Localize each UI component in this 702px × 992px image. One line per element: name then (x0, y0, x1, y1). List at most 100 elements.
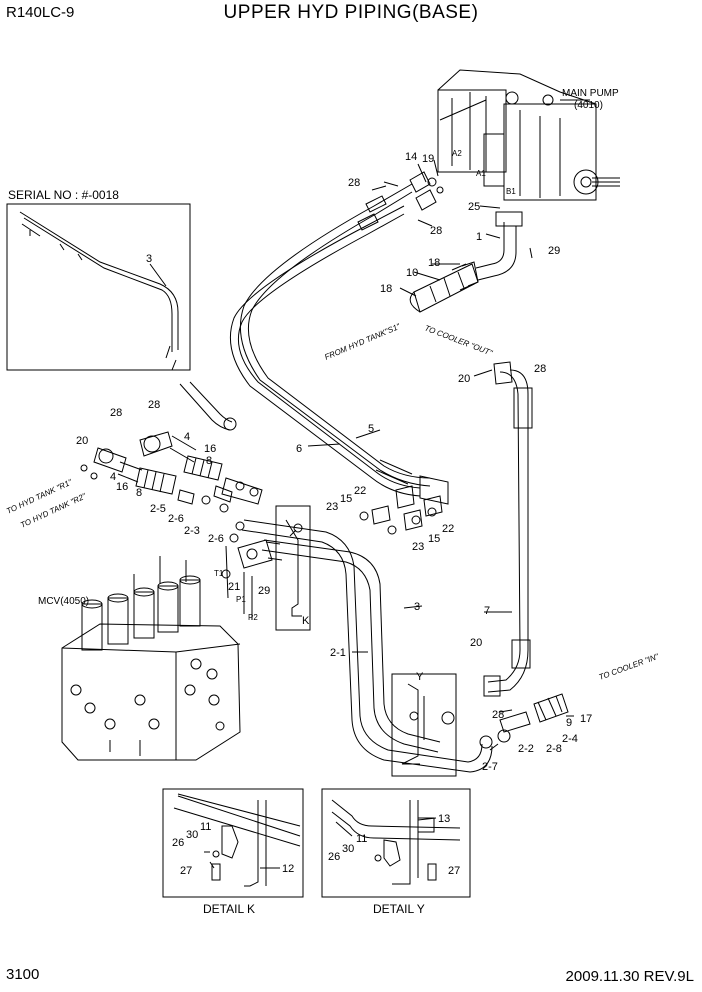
callout-26: 26 (172, 837, 184, 849)
main-pump-body (437, 69, 620, 201)
bracket-y (391, 673, 457, 777)
mcv-body (61, 556, 241, 761)
callout-30: 30 (186, 829, 198, 841)
callout-4: 4 (110, 471, 116, 483)
detail-y-caption: DETAIL Y (373, 902, 425, 916)
callout-30: 30 (342, 843, 354, 855)
callout-19: 19 (422, 153, 434, 165)
port-t1: T1 (214, 569, 224, 578)
callout-10: 10 (406, 267, 418, 279)
callout-2-6: 2-6 (168, 513, 184, 525)
callout-2-5: 2-5 (150, 503, 166, 515)
callout-17: 17 (580, 713, 592, 725)
fitting-16-lower (135, 467, 177, 495)
main-pump-ref: (4010) (574, 100, 603, 111)
fitting-17 (533, 693, 569, 723)
callout-16: 16 (116, 481, 128, 493)
port-a1: A1 (476, 169, 486, 178)
callout-2-6: 2-6 (208, 533, 224, 545)
callout-29: 29 (548, 245, 560, 257)
bracket-y-label: Y (416, 671, 424, 683)
callout-22: 22 (354, 485, 366, 497)
serial-inset-box (6, 203, 191, 371)
callout-27: 27 (448, 865, 460, 877)
suction-hose-10 (413, 263, 479, 313)
callout-15: 15 (428, 533, 440, 545)
detail-k-box (162, 788, 304, 898)
callout-5: 5 (368, 423, 374, 435)
callout-28: 28 (148, 399, 160, 411)
callout-6: 6 (296, 443, 302, 455)
callout-16: 16 (204, 443, 216, 455)
callout-18: 18 (380, 283, 392, 295)
port-p1: P1 (236, 595, 246, 604)
callout-2-3: 2-3 (184, 525, 200, 537)
date-revision: 2009.11.30 REV.9L (565, 968, 694, 985)
callout-25: 25 (468, 201, 480, 213)
inset-pipe-3 (19, 211, 179, 350)
callout-28: 28 (430, 225, 442, 237)
callout-29: 29 (258, 585, 270, 597)
callout-28: 28 (534, 363, 546, 375)
callout-2-4: 2-4 (562, 733, 578, 745)
bracket-k-label: K (302, 615, 310, 627)
callout-20: 20 (458, 373, 470, 385)
callout-2-8: 2-8 (546, 743, 562, 755)
callout-15: 15 (340, 493, 352, 505)
callout-28: 28 (492, 709, 504, 721)
callout-18: 18 (428, 257, 440, 269)
callout-23: 23 (326, 501, 338, 513)
page-title: UPPER HYD PIPING(BASE) (223, 2, 479, 23)
return-pipe-3 (189, 381, 233, 423)
main-pump-label: MAIN PUMP (562, 88, 619, 99)
callout-23: 23 (412, 541, 424, 553)
page-number: 3100 (6, 966, 40, 983)
port-p2: P2 (248, 613, 258, 622)
fitting-4-upper (139, 431, 173, 457)
callout-11: 11 (200, 821, 211, 833)
callout-12: 12 (282, 863, 294, 875)
callout-11: 11 (356, 833, 367, 845)
cooler-pipe-7 (487, 371, 521, 683)
detail-k-caption: DETAIL K (203, 902, 256, 916)
callout-2-7: 2-7 (482, 761, 498, 773)
callout-9: 9 (566, 717, 572, 729)
callout-1: 1 (476, 231, 482, 243)
serial-number-label: SERIAL NO : #-0018 (8, 188, 119, 202)
callout-3: 3 (414, 601, 420, 613)
callout-4: 4 (184, 431, 190, 443)
callout-7: 7 (484, 605, 490, 617)
callout-8: 8 (136, 487, 142, 499)
bracket-k (275, 505, 311, 631)
callout-3: 3 (146, 253, 152, 265)
callouts: 14 19 28 28 25 1 29 18 10 18 20 28 3 28 … (76, 151, 592, 877)
pipe-2-1 (243, 519, 483, 763)
model-code: R140LC-9 (6, 4, 75, 21)
callout-26: 26 (328, 851, 340, 863)
port-a2: A2 (452, 149, 462, 158)
callout-2-1: 2-1 (330, 647, 346, 659)
callout-21: 21 (228, 581, 240, 593)
callout-20: 20 (470, 637, 482, 649)
to-cooler-out-label: TO COOLER "OUT" (423, 323, 494, 358)
callout-28: 28 (348, 177, 360, 189)
callout-22: 22 (442, 523, 454, 535)
detail-y-box (321, 788, 471, 898)
suction-pipe-1 (475, 222, 505, 269)
callout-14: 14 (405, 151, 417, 163)
mcv-label: MCV(4050) (38, 596, 89, 607)
to-cooler-in-label: TO COOLER "IN" (598, 652, 661, 682)
callout-13: 13 (438, 813, 450, 825)
hose-6 (229, 205, 421, 497)
callout-20: 20 (76, 435, 88, 447)
callout-2-2: 2-2 (518, 743, 534, 755)
from-tank-label: FROM HYD TANK"S1" (323, 321, 402, 361)
port-b1: B1 (506, 187, 516, 196)
callout-28: 28 (110, 407, 122, 419)
fitting-16-upper (183, 455, 223, 481)
flange-21 (237, 539, 273, 569)
fitting-4-lower (93, 447, 127, 473)
callout-27: 27 (180, 865, 192, 877)
pipe-3-lower (263, 539, 441, 743)
